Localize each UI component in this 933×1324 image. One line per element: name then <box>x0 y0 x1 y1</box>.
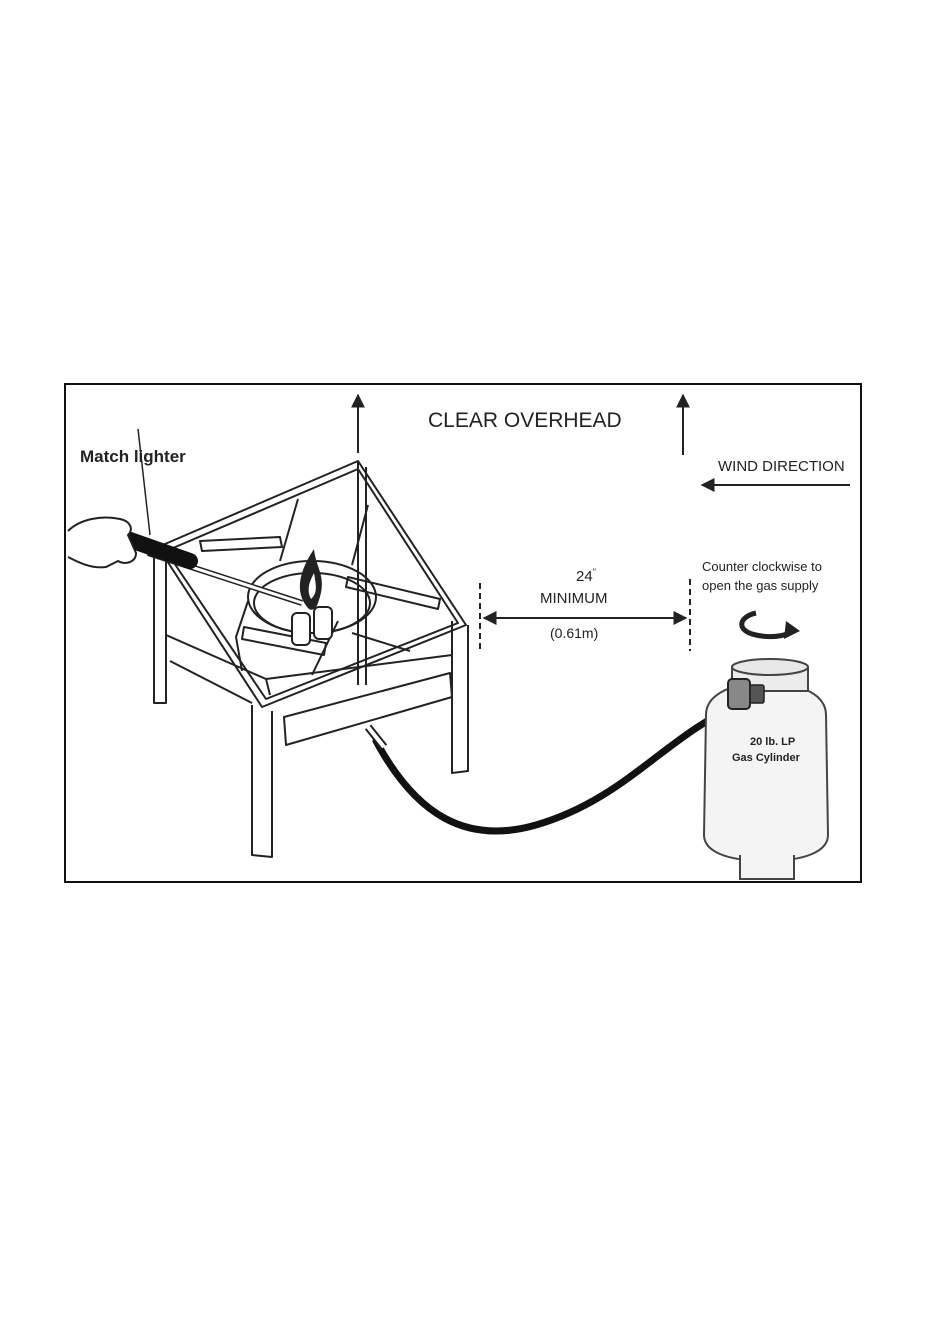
hand-icon <box>68 518 136 568</box>
distance-metric-label: (0.61m) <box>550 625 598 641</box>
diagram-frame: CLEAR OVERHEAD WIND DIRECTION Match ligh… <box>64 383 862 883</box>
gas-hose <box>376 703 742 831</box>
cylinder-label-line1: 20 lb. LP <box>750 736 795 748</box>
flame-icon <box>300 549 322 610</box>
clear-overhead-label: CLEAR OVERHEAD <box>428 409 622 433</box>
wind-direction-label: WIND DIRECTION <box>718 458 845 475</box>
valve-instruction-line2: open the gas supply <box>702 578 818 593</box>
valve-instruction-line1: Counter clockwise to <box>702 559 822 574</box>
counter-clockwise-rotation-icon <box>742 613 800 639</box>
distance-value-label: 24" <box>556 567 616 585</box>
distance-unit: " <box>593 567 596 577</box>
distance-value: 24 <box>576 568 593 585</box>
gas-cylinder <box>704 659 828 879</box>
cylinder-label-line2: Gas Cylinder <box>732 752 800 764</box>
match-lighter-label: Match lighter <box>80 447 186 467</box>
distance-minimum-label: MINIMUM <box>540 590 608 607</box>
